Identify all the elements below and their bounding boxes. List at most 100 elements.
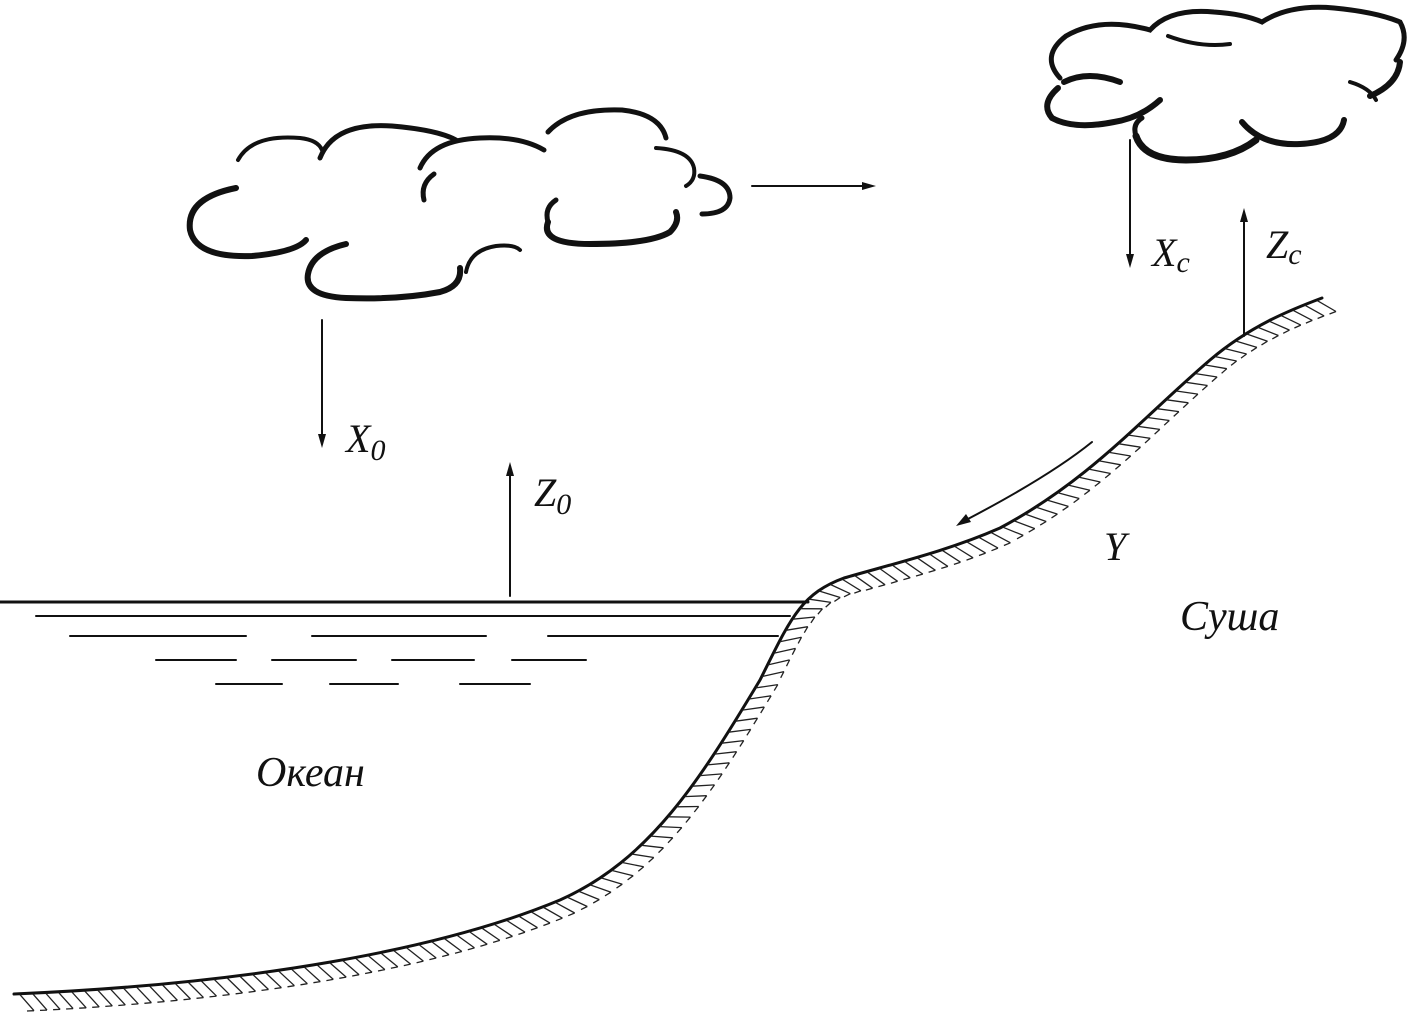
hatch-line — [830, 584, 851, 595]
hatch-line — [355, 957, 373, 973]
hatch-line — [904, 561, 924, 575]
hatch-line — [773, 647, 796, 654]
hatch-line — [456, 934, 475, 949]
hatch-tick — [183, 998, 191, 1001]
hatch-line — [762, 670, 785, 678]
hatch-line — [1235, 340, 1258, 349]
hatch-tick — [658, 847, 664, 854]
hatch-tick — [1182, 402, 1189, 409]
hatch-tick — [616, 883, 623, 889]
hatch-line — [1138, 425, 1160, 431]
hatch-line — [601, 877, 623, 885]
hatch-line — [58, 992, 74, 1010]
hatch-line — [1108, 451, 1131, 457]
hatch-line — [175, 983, 191, 1000]
hatch-tick — [454, 950, 462, 954]
hatch-line — [714, 751, 737, 755]
hatch-tick — [773, 684, 779, 691]
land-label: Суша — [1180, 594, 1279, 640]
hatch-tick — [637, 866, 645, 872]
hatch-line — [892, 564, 911, 579]
hatch-tick — [627, 875, 634, 881]
hatch-tick — [530, 927, 538, 931]
hatch-tick — [834, 596, 841, 602]
hatch-tick — [403, 963, 411, 967]
hatch-tick — [854, 590, 862, 594]
hatch-line — [1292, 309, 1313, 321]
hatch-line — [792, 616, 815, 620]
hatch-tick — [222, 993, 230, 997]
hatch-tick — [274, 987, 282, 990]
hatch-tick — [732, 751, 738, 758]
hatch-line — [1176, 390, 1198, 395]
hatch-tick — [685, 816, 691, 823]
ocean-precip-arrow — [318, 319, 326, 448]
hatch-line — [1036, 506, 1058, 515]
hatch-tick — [1282, 329, 1290, 334]
hatch-tick — [843, 593, 851, 598]
hatch-line — [1089, 468, 1111, 475]
hatch-tick — [701, 795, 708, 802]
hatch-line — [590, 884, 612, 893]
hatch-tick — [810, 616, 816, 624]
hatch-line — [779, 636, 802, 643]
hatch-tick — [1073, 497, 1080, 504]
hatch-tick — [604, 891, 612, 897]
ocean-evap-arrow — [506, 462, 514, 597]
hatch-line — [942, 550, 961, 563]
hatch-line — [200, 980, 217, 997]
hatch-tick — [941, 565, 949, 570]
hatch-line — [1099, 460, 1121, 466]
hatch-line — [97, 989, 113, 1007]
hatch-line — [1304, 304, 1325, 317]
hatch-line — [1047, 499, 1069, 508]
hatch-line — [650, 835, 673, 839]
hatch-line — [954, 545, 974, 559]
hatch-tick — [803, 626, 809, 634]
hatch-tick — [785, 659, 791, 667]
hatch-tick — [105, 1005, 113, 1008]
hatch-tick — [791, 648, 797, 655]
hatch-line — [481, 927, 501, 941]
hatch-tick — [505, 935, 513, 940]
hatch-line — [555, 902, 576, 914]
hatch-tick — [235, 992, 243, 995]
hatch-tick — [766, 695, 772, 703]
hatch-tick — [287, 985, 295, 988]
hatch-line — [749, 695, 772, 700]
hatch-line — [700, 773, 723, 777]
hatch-line — [917, 557, 936, 571]
hatch-line — [684, 795, 707, 798]
hatch-line — [735, 717, 758, 722]
hatch-tick — [865, 587, 873, 591]
hatch-tick — [693, 806, 700, 813]
hatch-tick — [543, 922, 551, 927]
hatch-tick — [878, 584, 886, 588]
hatch-line — [162, 984, 178, 1001]
ocean-surface — [0, 600, 810, 685]
hatch-tick — [746, 729, 752, 736]
hatch-tick — [1039, 520, 1047, 526]
terrain-hatching — [19, 300, 1337, 1012]
vapor-transport-arrow — [751, 182, 876, 190]
hatch-tick — [1094, 481, 1101, 487]
hatch-tick — [555, 917, 563, 922]
hatch-line — [1078, 476, 1101, 483]
hatch-line — [494, 923, 513, 937]
hatch-line — [1014, 520, 1036, 530]
ocean-cloud-icon — [186, 107, 733, 302]
hatch-line — [742, 706, 765, 711]
hatch-line — [32, 993, 48, 1011]
hatch-tick — [442, 954, 450, 958]
hatch-tick — [1134, 446, 1141, 453]
hatch-tick — [724, 762, 730, 769]
hatch-tick — [157, 1000, 165, 1003]
hatch-tick — [709, 784, 716, 791]
hatch-line — [518, 915, 538, 929]
hatch-tick — [364, 971, 373, 975]
hatch-line — [622, 861, 644, 868]
hatch-line — [1258, 326, 1279, 337]
hatch-line — [342, 960, 360, 976]
hatch-tick — [739, 740, 745, 747]
hatch-line — [1157, 408, 1179, 413]
